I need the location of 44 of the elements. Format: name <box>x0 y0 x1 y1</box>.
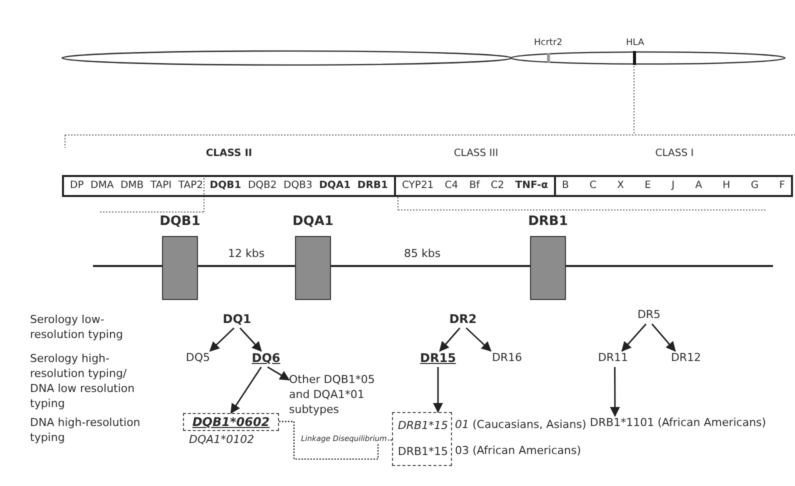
text-note: Other DQB1*05 and DQA1*01 subtypes <box>289 372 389 418</box>
gene-name: DQB1 <box>158 214 202 229</box>
arrow <box>230 366 262 414</box>
allele-label: DRB1*15 <box>396 419 448 432</box>
allele-label: DRB1*15 <box>396 445 448 458</box>
arrow <box>651 324 676 352</box>
class-heading: CLASS I <box>654 148 695 159</box>
serotype-label: DR12 <box>668 351 704 367</box>
serotype-label: DR5 <box>634 308 664 324</box>
serotype-label: DQ6 <box>250 351 282 367</box>
gene-list: CYP21 C4 Bf C2 TNF-α <box>396 175 556 197</box>
serotype-label: DR16 <box>489 351 525 367</box>
gene-list: B C X E J A H G F <box>556 175 793 197</box>
arrow <box>433 367 443 413</box>
arrow <box>209 327 235 352</box>
serotype-label: DR11 <box>595 351 631 367</box>
class-heading: CLASS II <box>204 148 254 159</box>
row-label: Serology low-resolution typing <box>30 312 124 342</box>
arrow <box>267 366 290 380</box>
allele-label: DQB1*0602 <box>191 415 271 429</box>
allele-note: 03 (African Americans) <box>455 444 581 457</box>
gene-list: DP DMA DMB TAPI TAP2 DQB1 DQB2 DQB3 DQA1 DRB1 <box>62 175 396 197</box>
marker-label: Hcrtr2 <box>534 37 562 50</box>
arrow <box>439 328 460 352</box>
arrow <box>621 324 647 352</box>
allele-note: DQA1*0102 <box>189 433 254 446</box>
marker-label: HLA <box>626 37 644 50</box>
serotype-label: DR2 <box>447 312 479 328</box>
row-label: Serology high-resolution typing/ DNA low resolution typing <box>30 351 136 411</box>
arrow <box>239 328 262 352</box>
dotted-connector <box>279 420 392 460</box>
distance-label: 12 kbs <box>228 246 265 261</box>
class-heading: CLASS III <box>452 148 500 159</box>
serotype-label: DR15 <box>420 351 456 367</box>
serotype-label: DQ5 <box>183 351 213 367</box>
gene-name: DRB1 <box>527 214 569 229</box>
serotype-label: DQ1 <box>222 312 252 328</box>
gene-name: DQA1 <box>292 214 334 229</box>
allele-note: 01 (Caucasians, Asians) <box>455 418 586 431</box>
arrow <box>466 327 492 352</box>
row-label: DNA high-resolution typing <box>30 415 142 445</box>
arrow <box>610 367 620 417</box>
allele-label: DRB1*1101 (African Americans) <box>588 416 768 432</box>
distance-label: 85 kbs <box>404 246 441 261</box>
